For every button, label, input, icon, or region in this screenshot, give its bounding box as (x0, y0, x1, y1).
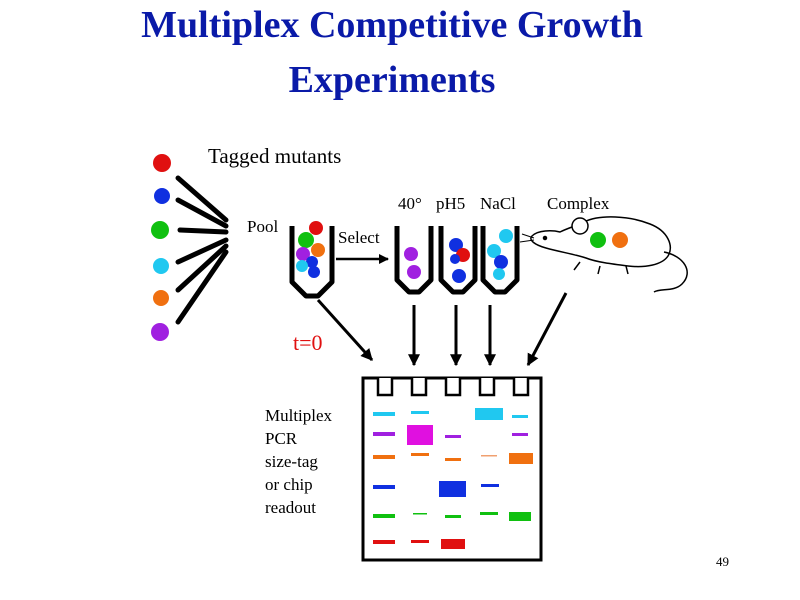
select-label: Select (338, 228, 380, 247)
mouse-icon (519, 216, 688, 293)
mutant-dot-red (153, 154, 171, 172)
pool-tube (289, 221, 335, 299)
mutant-dot-blue (154, 188, 170, 204)
slide-title-line1: Multiplex Competitive Growth (141, 4, 643, 46)
readout-line-1: Multiplex (265, 406, 333, 425)
tube-ph5 (438, 226, 478, 295)
readout-line-5: readout (265, 498, 316, 517)
mutant-dot-orange (153, 290, 169, 306)
readout-line-3: size-tag (265, 452, 318, 471)
readout-line-2: PCR (265, 429, 298, 448)
t0-label: t=0 (293, 330, 323, 355)
readout-line-4: or chip (265, 475, 313, 494)
mutant-dot-green (151, 221, 169, 239)
condition-40-label: 40° (398, 194, 422, 213)
mutant-dot-purple (151, 323, 169, 341)
slide-title-line2: Experiments (289, 59, 496, 101)
tagged-mutant-dots (151, 154, 171, 341)
arrows-to-gel (316, 292, 568, 367)
gel-box (361, 376, 543, 562)
converging-lines (175, 175, 229, 325)
mutant-dot-cyan (153, 258, 169, 274)
tagged-mutants-label: Tagged mutants (208, 144, 341, 168)
condition-nacl-label: NaCl (480, 194, 516, 213)
page-number: 49 (716, 554, 729, 569)
tube-nacl (480, 226, 520, 295)
tube-40 (394, 226, 434, 295)
condition-complex-label: Complex (547, 194, 610, 213)
condition-ph5-label: pH5 (436, 194, 465, 213)
pool-label: Pool (247, 217, 278, 236)
